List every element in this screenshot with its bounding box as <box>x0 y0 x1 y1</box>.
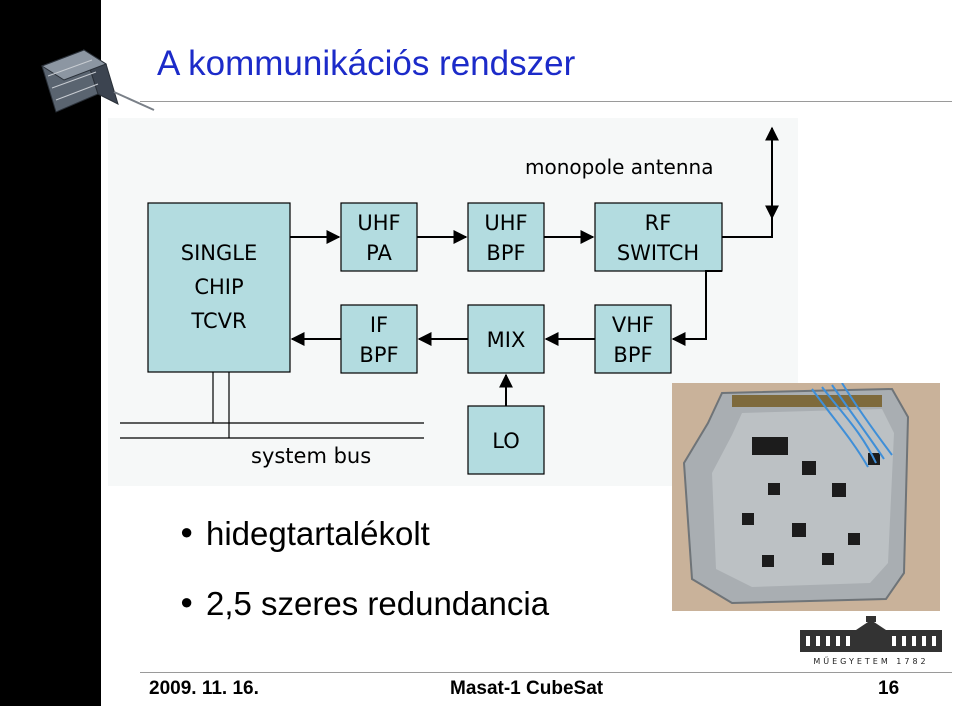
bullet-item-2: ● 2,5 szeres redundancia <box>180 585 549 623</box>
slide-title: A kommunikációs rendszer <box>157 44 576 83</box>
muegyetem-logo: MŰEGYETEM 1782 <box>800 616 942 666</box>
rf-switch-block <box>594 202 723 272</box>
system-bus-label: system bus <box>251 444 371 468</box>
bullet-text-2: 2,5 szeres redundancia <box>206 585 550 622</box>
uhf-bpf-line2: BPF <box>486 241 525 265</box>
logo-text: MŰEGYETEM 1782 <box>813 656 928 666</box>
tcvr-line1: SINGLE <box>181 241 257 265</box>
tcvr-block <box>147 202 291 373</box>
vhf-bpf-line1: VHF <box>612 313 654 337</box>
lo-label: LO <box>492 429 519 453</box>
uhf-bpf-line1: UHF <box>484 211 527 235</box>
tcvr-line3: TCVR <box>190 309 246 333</box>
footer-title: Masat-1 CubeSat <box>450 678 604 699</box>
footer-divider <box>140 672 952 673</box>
page-number: 16 <box>878 678 900 699</box>
title-divider <box>140 101 952 102</box>
if-bpf-line1: IF <box>370 313 388 337</box>
footer-date: 2009. 11. 16. <box>149 678 259 699</box>
block-diagram-svg: SINGLE CHIP TCVR UHF PA UHF BPF RF SWITC… <box>120 126 779 475</box>
lo-block <box>467 405 545 475</box>
antenna-label: monopole antenna <box>525 155 713 179</box>
uhf-pa-line2: PA <box>366 241 392 265</box>
left-black-bar <box>0 0 101 706</box>
vhf-bpf-line2: BPF <box>613 343 652 367</box>
mix-label: MIX <box>487 328 526 352</box>
if-bpf-line2: BPF <box>359 343 398 367</box>
bullet-dot-icon: ● <box>180 589 194 615</box>
bullet-item-1: ● hidegtartalékolt <box>180 515 430 553</box>
rf-switch-line2: SWITCH <box>617 241 699 265</box>
if-bpf-block <box>340 304 418 374</box>
cubesat-icon <box>40 48 155 113</box>
bullet-text-1: hidegtartalékolt <box>206 515 430 552</box>
tcvr-line2: CHIP <box>194 275 243 299</box>
mix-block <box>467 304 545 374</box>
vhf-bpf-block <box>594 304 672 374</box>
uhf-pa-line1: UHF <box>357 211 400 235</box>
bullet-dot-icon: ● <box>180 519 194 545</box>
pcb-photo <box>672 383 940 611</box>
rf-switch-line1: RF <box>645 211 672 235</box>
